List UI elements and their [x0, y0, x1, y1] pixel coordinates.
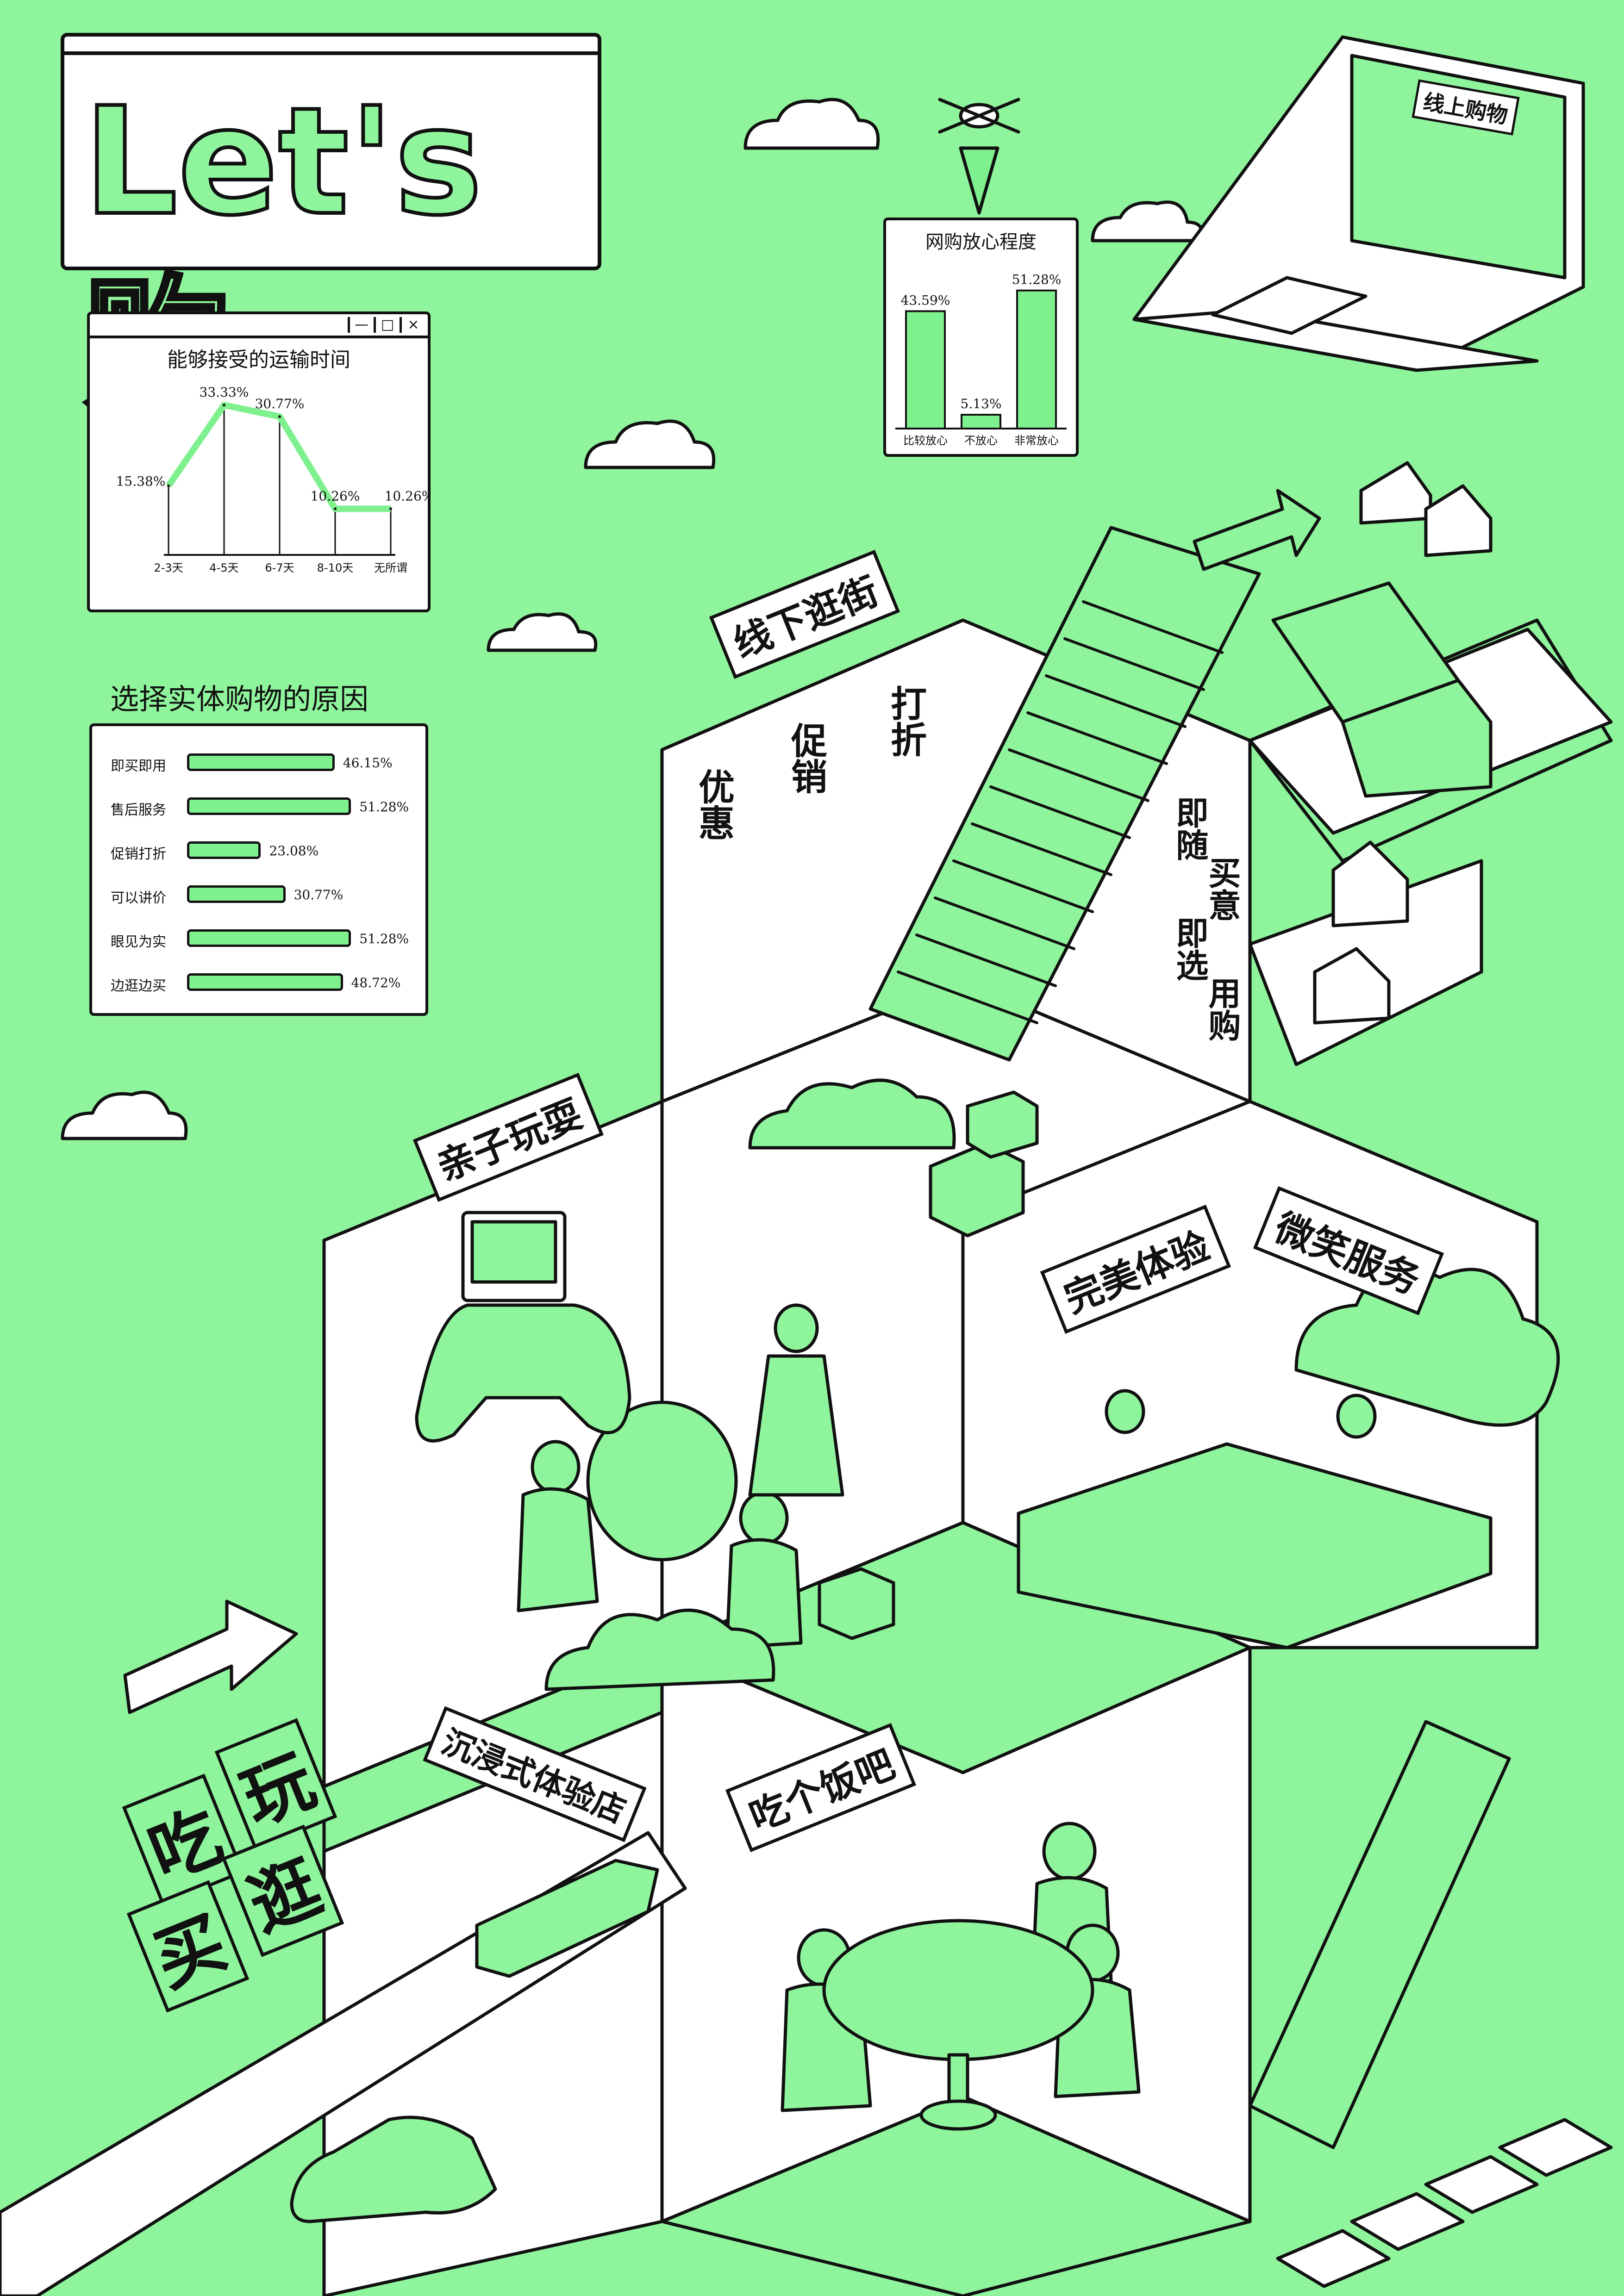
- logo: [61, 33, 601, 270]
- data-label: 48.72%: [351, 975, 401, 990]
- car-icon: [290, 1859, 659, 2223]
- data-label: 15.38%: [116, 474, 166, 489]
- bar: [961, 414, 1001, 430]
- transport-time-chart-window: — □ × 能够接受的运输时间 2-3天 4-5天 6-7天 8-10天 无所谓 15.3…: [87, 311, 431, 612]
- drone-icon: [938, 98, 1020, 215]
- y-tick-label: 即买即用: [111, 758, 166, 774]
- arrow-icon: [123, 1599, 298, 1714]
- staircase: [868, 526, 1261, 1062]
- x-tick-label: 无所谓: [374, 561, 407, 574]
- x-tick-label: 4-5天: [209, 561, 238, 574]
- maximize-icon[interactable]: □: [374, 317, 399, 333]
- laptop-icon: [1132, 35, 1585, 372]
- y-tick-label: 促销打折: [111, 846, 166, 862]
- data-label: 33.33%: [200, 385, 249, 400]
- arrow-icon: [1193, 489, 1321, 571]
- bush-icon: [544, 1078, 956, 1691]
- crosswalk: [1276, 2118, 1613, 2288]
- line-chart: 2-3天 4-5天 6-7天 8-10天 无所谓 15.38% 33.33% 30.77% 10…: [116, 385, 428, 574]
- house-icon: [1313, 461, 1493, 1025]
- data-label: 43.59%: [901, 292, 950, 308]
- data-label: 10.26%: [385, 488, 428, 504]
- staircase: [1248, 1720, 1511, 2149]
- data-label: 5.13%: [961, 396, 1002, 411]
- bar: [187, 929, 351, 947]
- store-reasons-chart-window: 即买即用 46.15% 售后服务 51.28% 促销打折 23.08% 可以讲价 30.77%…: [89, 723, 428, 1016]
- data-point: [334, 507, 337, 510]
- close-icon[interactable]: ×: [400, 317, 425, 333]
- data-label: 51.28%: [1012, 272, 1062, 287]
- data-point: [278, 415, 281, 418]
- reception-counter: [1017, 1442, 1493, 1649]
- y-tick-label: 边逛边买: [111, 978, 166, 994]
- smile-cloud-icon: [1294, 1266, 1560, 1427]
- dining-table: [822, 1919, 1094, 2131]
- sign-impulse-4: 用购: [1203, 977, 1241, 1041]
- x-tick-label: 8-10天: [317, 561, 353, 574]
- x-tick-label: 6-7天: [265, 561, 294, 574]
- x-tick-label: 不放心: [964, 434, 998, 447]
- cloud-icon: [61, 98, 1204, 1140]
- gift-box-icon: [818, 1090, 1039, 1640]
- game-controller-icon: [415, 1211, 631, 1443]
- person-figure: [517, 1303, 1377, 2112]
- window-titlebar: — □ ×: [90, 314, 428, 338]
- bar: [905, 310, 946, 429]
- bar: [187, 885, 286, 903]
- data-label: 46.15%: [343, 755, 393, 771]
- data-label: 51.28%: [359, 799, 409, 815]
- chart-title: 网购放心程度: [925, 231, 1037, 253]
- bar: [187, 753, 335, 771]
- bar: [187, 841, 261, 859]
- minimize-icon[interactable]: —: [348, 317, 373, 333]
- x-tick-label: 非常放心: [1014, 434, 1059, 447]
- bar-chart: 43.59% 比较放心 5.13% 不放心 51.28% 非常放心: [895, 272, 1067, 447]
- x-tick-label: 比较放心: [903, 434, 948, 447]
- logo-text: Let's购: [81, 74, 484, 435]
- chart-title: 选择实体购物的原因: [110, 682, 369, 716]
- bar: [187, 973, 343, 991]
- data-label: 10.26%: [311, 488, 360, 504]
- x-tick-label: 2-3天: [154, 561, 183, 574]
- truck-icon: [1271, 581, 1493, 798]
- sign-impulse-1: 即随: [1171, 796, 1209, 861]
- sign-discount-2: 促销: [785, 722, 827, 794]
- sign-discount-1: 优惠: [693, 768, 734, 840]
- y-tick-label: 眼见为实: [111, 934, 166, 950]
- data-point: [167, 484, 170, 487]
- data-label: 23.08%: [269, 843, 319, 859]
- data-label: 30.77%: [294, 887, 344, 902]
- sign-discount-3: 打折: [885, 685, 926, 757]
- bar: [187, 797, 351, 815]
- sign-impulse-2: 买意: [1203, 856, 1241, 921]
- data-label: 51.28%: [359, 931, 409, 946]
- data-point: [389, 507, 392, 510]
- trust-level-chart-window: 网购放心程度 43.59% 比较放心 5.13% 不放心 51.28% 非常放心: [883, 218, 1079, 457]
- y-tick-label: 可以讲价: [111, 890, 166, 906]
- sign-impulse-3: 即选: [1171, 916, 1209, 981]
- y-tick-label: 售后服务: [111, 802, 166, 818]
- bar: [1016, 289, 1057, 429]
- chart-title: 能够接受的运输时间: [167, 348, 350, 372]
- data-label: 30.77%: [255, 396, 305, 411]
- data-point: [223, 404, 225, 407]
